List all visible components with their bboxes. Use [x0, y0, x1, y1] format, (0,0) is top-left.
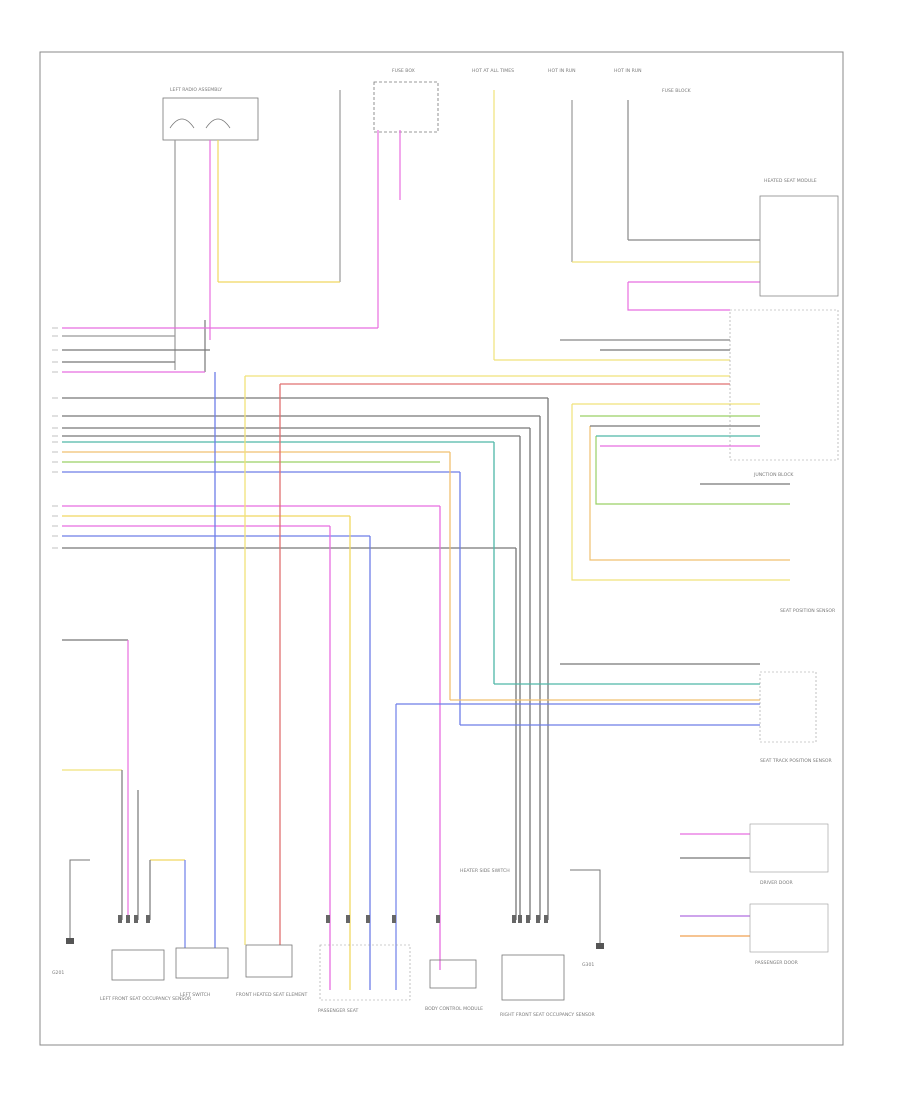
svg-text:G201: G201 — [52, 970, 64, 976]
svg-text:PASSENGER SEAT: PASSENGER SEAT — [318, 1008, 359, 1014]
left-occupancy-sensor: LEFT FRONT SEAT OCCUPANCY SENSOR — [100, 949, 192, 1002]
track-sensor: SEAT TRACK POSITION SENSOR — [759, 671, 833, 764]
svg-text:HOT IN RUN: HOT IN RUN — [548, 68, 576, 74]
svg-text:HOT AT ALL TIMES: HOT AT ALL TIMES — [472, 68, 514, 74]
ground-g201: G201 — [52, 859, 90, 976]
diagram-frame — [39, 51, 844, 1046]
right-wires — [395, 239, 790, 990]
svg-text:LEFT FRONT SEAT OCCUPANCY SENS: LEFT FRONT SEAT OCCUPANCY SENSOR — [100, 996, 192, 1002]
svg-text:LEFT RADIO ASSEMBLY: LEFT RADIO ASSEMBLY — [170, 87, 222, 93]
svg-text:DRIVER DOOR: DRIVER DOOR — [760, 880, 794, 886]
svg-text:HEATED SEAT MODULE: HEATED SEAT MODULE — [764, 178, 817, 184]
svg-text:HOT IN RUN: HOT IN RUN — [614, 68, 642, 74]
radio-leads — [174, 140, 340, 372]
svg-text:FUSE BLOCK: FUSE BLOCK — [662, 88, 692, 94]
bottom-connectors — [118, 915, 548, 923]
fuse-box: FUSE BOX HOT AT ALL TIMES HOT IN RUN HOT… — [373, 68, 692, 133]
top-feed-wires — [339, 90, 629, 360]
front-heated-seat: FRONT HEATED SEAT ELEMENT — [236, 944, 308, 998]
bus-verticals — [214, 372, 549, 990]
main-bus — [62, 359, 730, 549]
heater-side-switch: HEATER SIDE SWITCH — [460, 868, 510, 874]
svg-text:FUSE BOX: FUSE BOX — [392, 68, 415, 74]
left-pin-ticks — [52, 327, 58, 549]
right-occupancy-sensor: RIGHT FRONT SEAT OCCUPANCY SENSOR — [500, 954, 595, 1018]
svg-text:PASSENGER DOOR: PASSENGER DOOR — [755, 960, 799, 966]
radio-assembly: LEFT RADIO ASSEMBLY — [162, 87, 259, 141]
body-control-module: BODY CONTROL MODULE — [425, 959, 483, 1012]
left-switch: LEFT SWITCH — [175, 947, 229, 998]
heated-seat-module: HEATED SEAT MODULE — [759, 178, 839, 297]
ground-g301: G301 — [570, 869, 604, 968]
left-low-wires — [62, 639, 186, 948]
svg-text:JUNCTION BLOCK: JUNCTION BLOCK — [753, 472, 794, 478]
svg-text:FRONT HEATED SEAT ELEMENT: FRONT HEATED SEAT ELEMENT — [236, 992, 308, 998]
svg-text:SEAT POSITION SENSOR: SEAT POSITION SENSOR — [780, 608, 836, 614]
svg-text:BODY CONTROL MODULE: BODY CONTROL MODULE — [425, 1006, 483, 1012]
driver-door: DRIVER DOOR — [749, 823, 829, 886]
passenger-door: PASSENGER DOOR — [749, 903, 829, 966]
junction-block: JUNCTION BLOCK — [729, 309, 839, 478]
svg-text:SEAT TRACK POSITION SENSOR: SEAT TRACK POSITION SENSOR — [760, 758, 833, 764]
left-harness-top — [62, 327, 378, 373]
svg-text:G301: G301 — [582, 962, 594, 968]
svg-text:RIGHT FRONT SEAT OCCUPANCY SEN: RIGHT FRONT SEAT OCCUPANCY SENSOR — [500, 1012, 595, 1018]
svg-text:LEFT SWITCH: LEFT SWITCH — [180, 992, 210, 998]
passenger-seat: PASSENGER SEAT — [318, 944, 411, 1014]
seat-position-sensor: SEAT POSITION SENSOR — [780, 608, 836, 614]
svg-text:HEATER SIDE SWITCH: HEATER SIDE SWITCH — [460, 868, 510, 874]
